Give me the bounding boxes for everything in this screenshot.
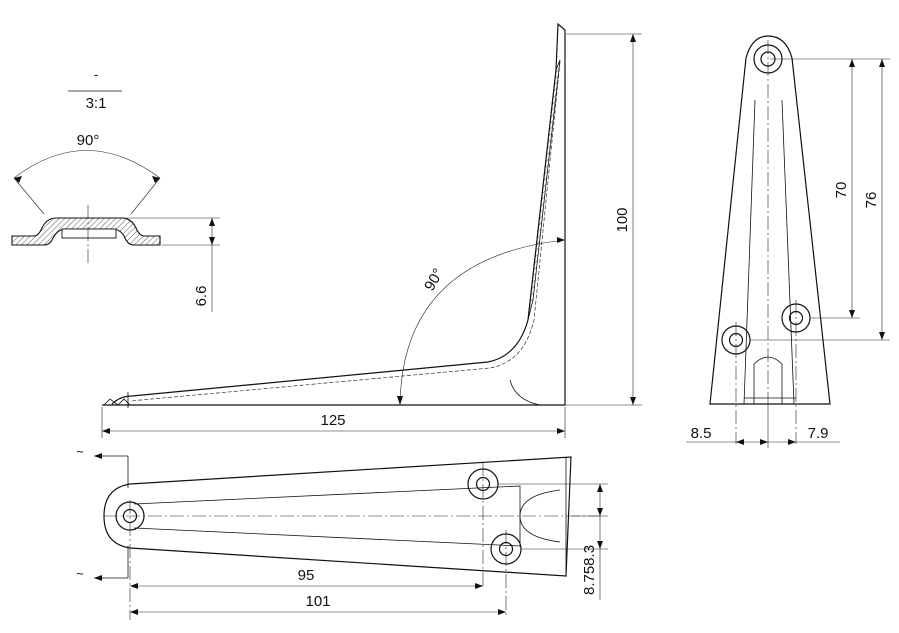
end-70-label: 70 <box>833 182 850 199</box>
end-70-arrow-top <box>849 59 855 67</box>
end-inner-rib <box>743 99 795 405</box>
top-view: ~ ~ 95 101 8.758.3 <box>76 444 608 620</box>
top-section-mark-lower: ~ <box>76 566 84 581</box>
detail-height-arrow-top <box>209 218 215 226</box>
side-hidden-contour <box>129 61 561 402</box>
top-section-mark-upper: ~ <box>76 444 84 459</box>
side-foot-detail <box>103 398 131 406</box>
top-stack-label: 8.758.3 <box>581 545 598 595</box>
end-8-5-arrow <box>736 439 744 445</box>
detail-angle-leg-left <box>13 177 45 215</box>
detail-inner-recess <box>61 228 117 239</box>
detail-angle-arrow-left <box>14 176 22 183</box>
detail-angle-label: 90° <box>77 132 100 149</box>
end-76-label: 76 <box>863 192 880 209</box>
top-end-channel <box>519 489 561 543</box>
side-height-label: 100 <box>614 207 631 232</box>
top-95-arrow-left <box>130 583 138 589</box>
end-center-arrow <box>760 439 768 445</box>
side-height-arrow-bottom <box>630 397 636 405</box>
top-stack-arrow-mid <box>597 508 603 516</box>
side-length-arrow-left <box>102 428 110 434</box>
top-section-arrowhead-upper <box>94 453 102 459</box>
side-bracket-fillet <box>509 379 565 406</box>
detail-section-view: - 3:1 90° 6.6 <box>11 67 220 312</box>
detail-angle-arc <box>13 150 161 179</box>
side-bracket-outline <box>102 22 566 406</box>
detail-angle-arrow-right <box>152 176 160 183</box>
end-7-9-arrow <box>788 439 796 445</box>
end-76-arrow-bottom <box>879 332 885 340</box>
top-stack-arrow-top <box>597 484 603 492</box>
top-95-label: 95 <box>298 567 315 584</box>
detail-height-arrow-bottom <box>209 237 215 245</box>
detail-profile-section <box>11 217 161 246</box>
end-76-arrow-top <box>879 59 885 67</box>
top-101-arrow-left <box>130 609 138 615</box>
side-length-arrow-right <box>557 428 565 434</box>
detail-height-label: 6.6 <box>193 286 210 307</box>
top-101-label: 101 <box>305 593 330 610</box>
side-view: 90° 100 125 <box>101 22 642 438</box>
detail-scale-label: 3:1 <box>86 95 107 112</box>
end-70-arrow-bottom <box>849 310 855 318</box>
side-height-arrow-top <box>630 34 636 42</box>
side-angle-arrow-bottom <box>397 396 403 405</box>
end-view: 70 76 8.5 7.9 <box>686 35 890 448</box>
side-length-label: 125 <box>320 412 345 429</box>
side-angle-arc <box>399 239 566 406</box>
detail-section-mark: - <box>94 67 98 82</box>
top-stack-arrow-bottom <box>597 541 603 549</box>
side-angle-arrow-right <box>557 237 565 243</box>
top-95-arrow-right <box>475 583 483 589</box>
end-7-9-label: 7.9 <box>808 425 829 442</box>
end-outline <box>709 35 831 405</box>
detail-angle-leg-right <box>130 177 161 215</box>
side-rib-hatch <box>527 59 561 321</box>
top-section-arrowhead-lower <box>94 575 102 581</box>
end-8-5-label: 8.5 <box>691 425 712 442</box>
top-outline <box>103 456 572 577</box>
top-101-arrow-right <box>498 609 506 615</box>
